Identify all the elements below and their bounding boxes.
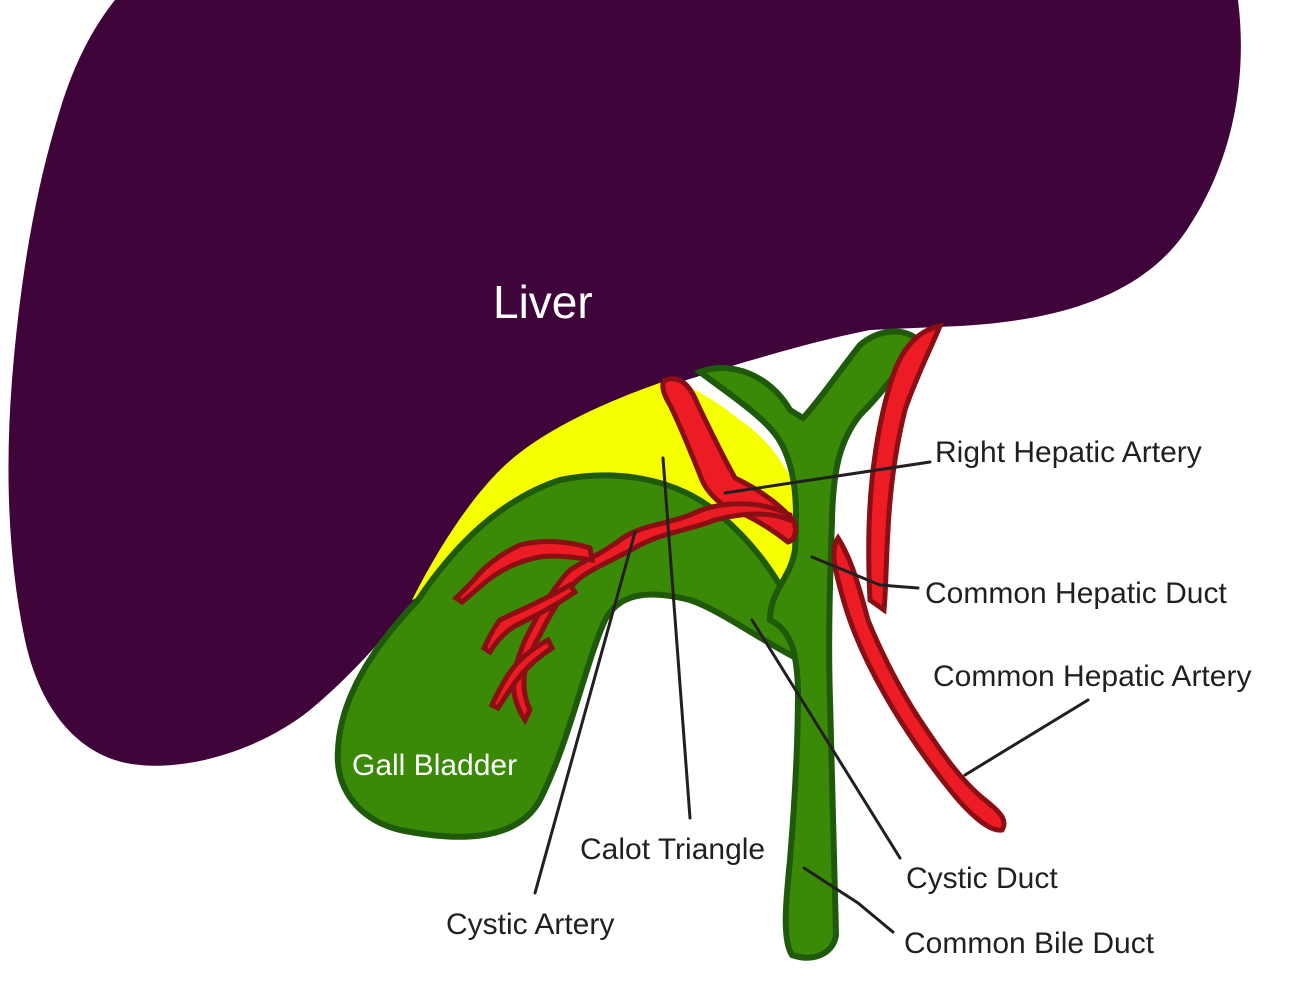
gall-bladder-shape	[334, 472, 804, 840]
arteries	[452, 322, 1007, 833]
right-hepatic-artery-shape	[660, 376, 798, 545]
cystic-artery-label: Cystic Artery	[446, 908, 614, 941]
right-hepatic-artery-label: Right Hepatic Artery	[935, 436, 1202, 469]
liver-shape	[8, 0, 1241, 766]
common-hepatic-artery-shape	[831, 533, 1007, 833]
biliary-tree	[334, 328, 922, 961]
cystic-artery-branch-middle	[480, 581, 579, 656]
cystic-artery-shape	[510, 501, 793, 725]
cystic-artery-leader	[533, 530, 637, 895]
common-hepatic-artery-label: Common Hepatic Artery	[933, 660, 1251, 693]
right-hepatic-artery-leader	[723, 460, 932, 495]
common-hepatic-artery-leader	[963, 698, 1090, 777]
calot-triangle-label: Calot Triangle	[580, 833, 765, 866]
liver-label: Liver	[493, 276, 593, 328]
common-hepatic-duct-leader	[810, 555, 920, 590]
proper-hepatic-artery-shape	[866, 322, 945, 615]
common-duct-shape	[693, 328, 922, 961]
common-bile-duct-label: Common Bile Duct	[904, 927, 1155, 960]
calot-triangle-leader	[661, 456, 692, 820]
leader-lines	[533, 456, 1090, 934]
common-hepatic-duct-label: Common Hepatic Duct	[925, 577, 1227, 610]
gall-bladder-label: Gall Bladder	[352, 749, 517, 782]
cystic-duct-label: Cystic Duct	[906, 862, 1058, 895]
common-bile-duct-leader	[802, 866, 895, 934]
cystic-artery-branch-upper	[452, 539, 596, 606]
cystic-duct-leader	[750, 618, 902, 860]
cystic-artery-branch-lower	[488, 636, 556, 712]
